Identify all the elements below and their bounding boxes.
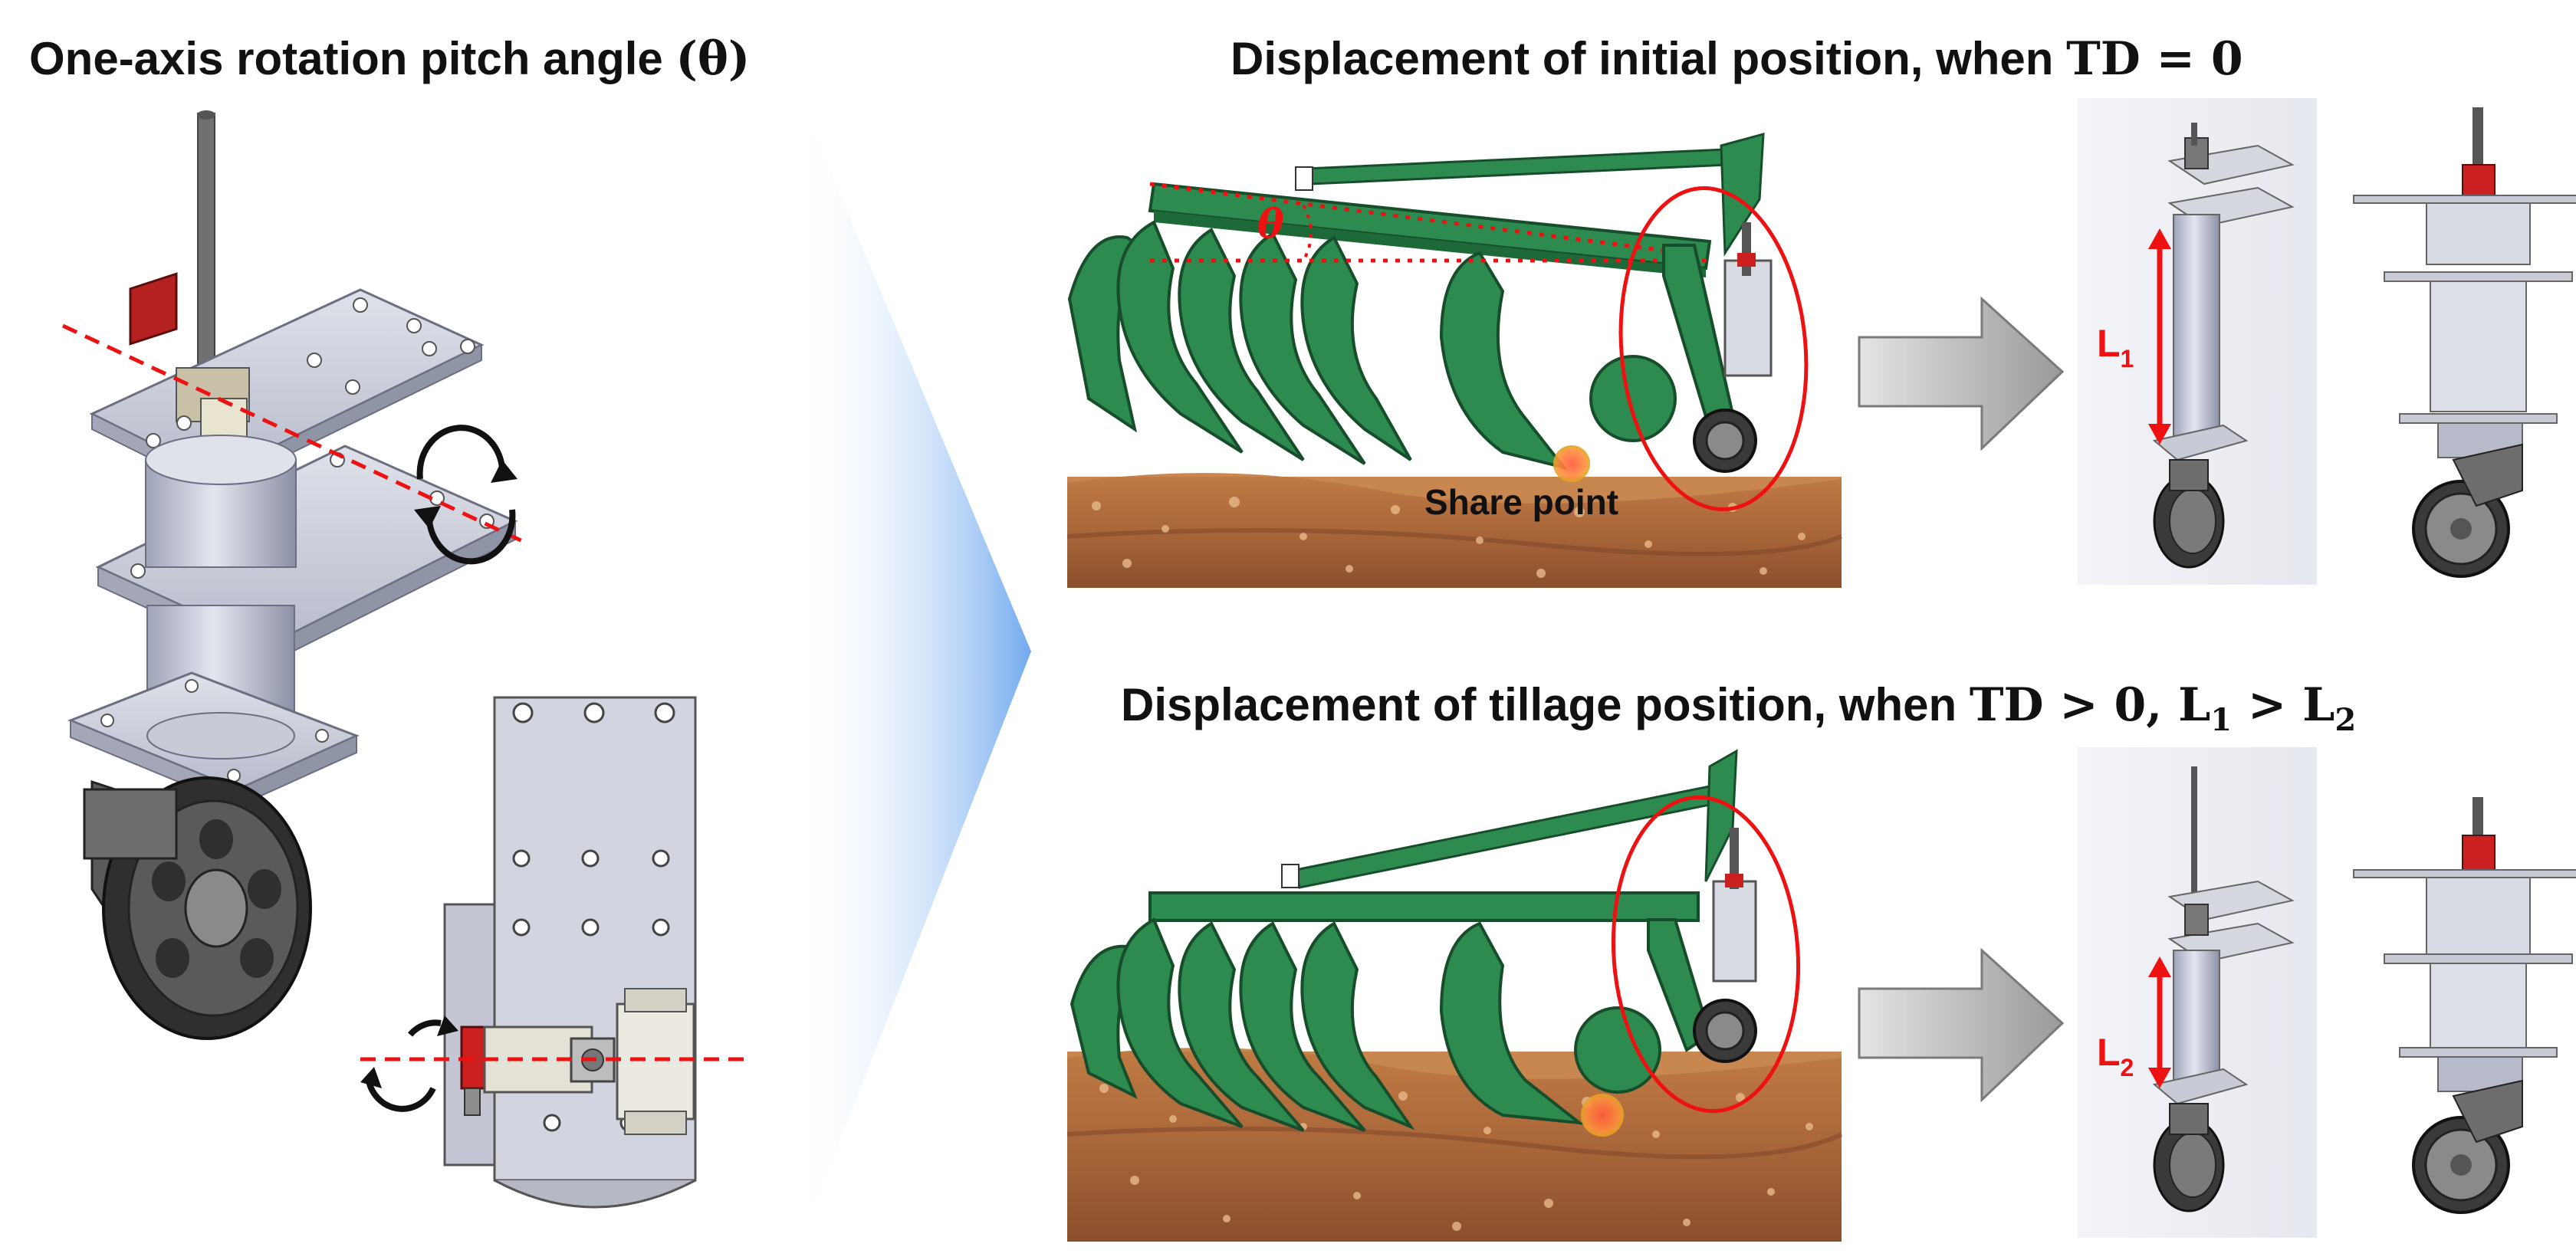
top-link — [1306, 148, 1730, 185]
rotation-arrow-front — [365, 1019, 442, 1112]
bottom-plow-bodies — [1070, 917, 1585, 1132]
top-front-red-cap — [2462, 164, 2496, 200]
top-panel-title: Displacement of initial position, when T… — [1230, 32, 2243, 86]
bottom-frame-beam — [1148, 891, 1700, 922]
top-ref-line-tilted — [1149, 182, 1684, 255]
bottom-gray-arrow — [1858, 947, 2065, 1103]
top-sensor-front — [2353, 107, 2576, 578]
bottom-l2-label: L2 — [2097, 1031, 2134, 1081]
left-panel-title: One-axis rotation pitch angle (θ) — [29, 32, 750, 86]
zoom-fan — [797, 92, 1031, 1249]
top-l1-label: L1 — [2097, 322, 2134, 372]
rotation-arrow-iso — [416, 425, 516, 565]
theta-label: θ — [1257, 201, 1284, 248]
sensor-assembly-front — [443, 696, 697, 1209]
top-coulter-disc — [1589, 355, 1677, 442]
top-l1-marker — [2148, 228, 2171, 445]
bottom-top-link — [1294, 784, 1719, 889]
left-title-text: One-axis rotation pitch angle — [29, 33, 663, 84]
share-point-label: Share point — [1424, 482, 1619, 522]
bottom-share-point-dot — [1581, 1094, 1624, 1137]
pitch-axis-line-iso — [61, 323, 531, 546]
top-theta-arc — [1302, 205, 1313, 261]
top-plow-scene — [1066, 133, 1843, 588]
bottom-sensor-front — [2353, 797, 2576, 1214]
bottom-iso-cylinder — [2173, 950, 2220, 1081]
cond-a: TD > 0, L — [1969, 678, 2211, 732]
top-sensor-body — [1723, 259, 1773, 377]
bottom-title-text: Displacement of tillage position, when — [1121, 679, 1957, 730]
top-share-point-dot — [1553, 445, 1590, 482]
top-condition: TD = 0 — [2066, 32, 2243, 86]
bottom-l2-marker — [2148, 956, 2171, 1088]
bottom-coulter-disc — [1574, 1006, 1661, 1094]
theta-symbol: (θ) — [675, 32, 751, 86]
bottom-plow-scene — [1066, 749, 1843, 1242]
top-gray-arrow — [1858, 296, 2065, 451]
bottom-sensor-body — [1712, 880, 1757, 983]
top-plow-bodies — [1067, 220, 1569, 471]
top-iso-cylinder — [2173, 214, 2220, 438]
top-title-text: Displacement of initial position, when — [1230, 33, 2054, 84]
bottom-panel-title: Displacement of tillage position, when T… — [1121, 678, 2356, 738]
bottom-front-red-cap — [2462, 835, 2496, 871]
top-sensor-iso — [2078, 98, 2317, 585]
bottom-condition: TD > 0, L1 > L2 — [1969, 678, 2356, 738]
angle-sensor-block — [129, 272, 178, 346]
cond-b: > L — [2232, 678, 2335, 732]
cond-b-sub: 2 — [2334, 702, 2357, 738]
cond-a-sub: 1 — [2210, 702, 2233, 738]
bottom-sensor-iso — [2078, 747, 2317, 1238]
bottom-highlight-ellipse — [1611, 795, 1801, 1114]
sensor-assembly-iso — [67, 110, 518, 1040]
top-highlight-ellipse — [1618, 186, 1809, 511]
